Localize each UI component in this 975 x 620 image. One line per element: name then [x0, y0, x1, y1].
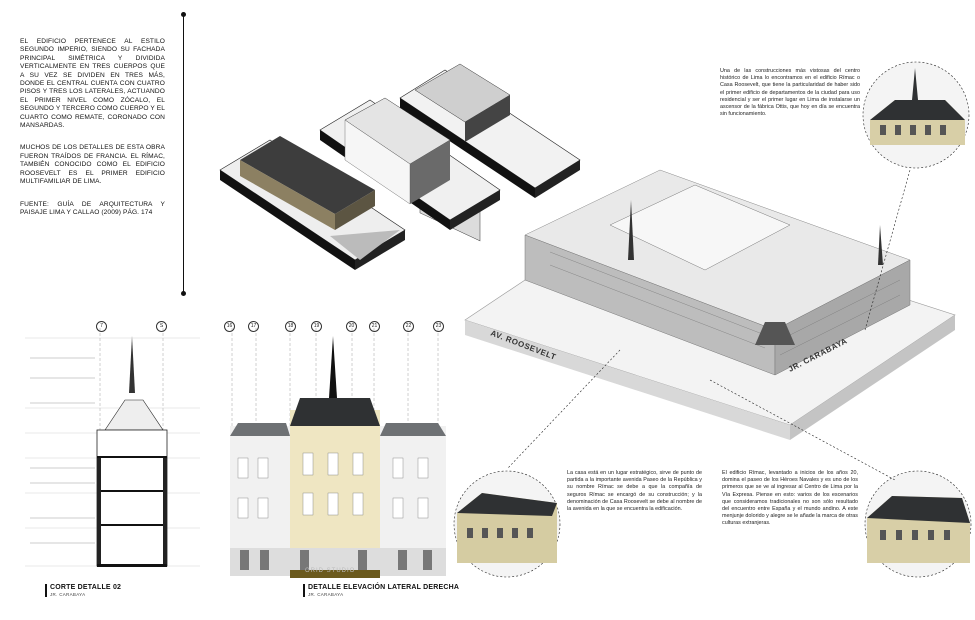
section-caption-title: CORTE DETALLE 02: [50, 584, 122, 591]
detail-circle-top: [862, 61, 970, 169]
exploded-isometric-model: [219, 63, 581, 270]
axis-marker: 20: [346, 321, 357, 332]
section-drawing: [25, 328, 200, 568]
axis-marker: 19: [311, 321, 322, 332]
intro-paragraph-style: El edificio pertenece al estilo segundo …: [20, 38, 165, 130]
watermark: ORID STUDIO: [305, 568, 356, 574]
intro-paragraph-history: Muchos de los detalles de esta obra fuer…: [20, 144, 165, 186]
axis-marker: 23: [433, 321, 444, 332]
axis-marker: 21: [369, 321, 380, 332]
callout-top-right: Una de las construcciones más vistosas d…: [720, 68, 860, 118]
elevation-caption-subtitle: JR. CARABAYA: [308, 592, 344, 597]
elevation-caption-title: DETALLE ELEVACIÓN LATERAL DERECHA: [308, 584, 460, 591]
divider-line: [181, 12, 186, 296]
callout-bottom-right: El edificio Rímac, levantado a inicios d…: [722, 470, 858, 527]
axis-marker: 16: [224, 321, 235, 332]
isometric-block-model: AV. ROOSEVELT JR. CARABAYA: [464, 169, 956, 440]
slab-floor-2-3: [319, 97, 501, 230]
main-building: [524, 169, 911, 376]
axis-marker: S: [156, 321, 167, 332]
axis-marker: 22: [403, 321, 414, 332]
axis-marker: 18: [285, 321, 296, 332]
axis-marker: 7: [96, 321, 107, 332]
elevation-caption: DETALLE ELEVACIÓN LATERAL DERECHA JR. CA…: [303, 584, 459, 597]
detail-circle-left: [453, 470, 561, 578]
slab-ground-floor: [219, 136, 406, 270]
callout-bottom-middle: La casa está en un lugar estratégico, si…: [567, 470, 702, 513]
detail-circle-right: [864, 470, 972, 578]
intro-source: Fuente: Guía de Arquitectura y Paisaje L…: [20, 200, 165, 216]
section-caption: CORTE DETALLE 02 JR. CARABAYA: [45, 584, 121, 597]
axis-marker: 17: [248, 321, 259, 332]
section-caption-subtitle: JR. CARABAYA: [50, 592, 86, 597]
leader-lines: [507, 169, 911, 481]
intro-text: El edificio pertenece al estilo segundo …: [20, 38, 165, 231]
elevation-drawing: [230, 328, 446, 578]
